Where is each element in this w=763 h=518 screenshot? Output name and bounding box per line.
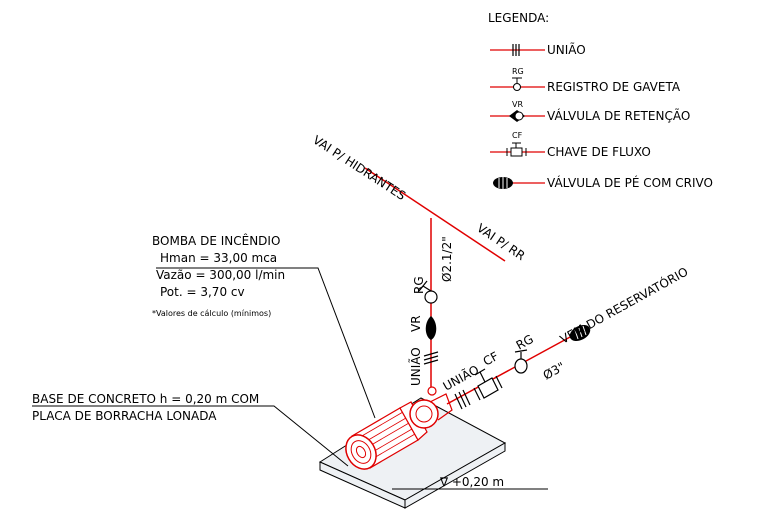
tag-uniao-riser: UNIÃO — [408, 347, 423, 386]
foot-valve-suction — [569, 324, 591, 342]
label-to-hydrants: VAI P/ HIDRANTES — [310, 133, 408, 203]
union-suction — [454, 389, 471, 410]
legend-item-check-valve: VR VÁLVULA DE RETENÇÃO — [490, 100, 690, 123]
tag-cf-suction: CF — [481, 349, 501, 369]
union-riser — [423, 351, 439, 365]
pump-volute — [409, 386, 453, 429]
union-icon — [490, 44, 545, 56]
legend-label-union: UNIÃO — [547, 42, 586, 57]
legend-item-flow-switch: CF CHAVE DE FLUXO — [490, 131, 651, 159]
gate-valve-riser — [418, 280, 438, 304]
check-valve-riser — [425, 316, 437, 340]
pump-vazao: Vazão = 300,00 l/min — [156, 268, 285, 282]
legend: LEGENDA: UNIÃO RG REGISTRO DE GAVETA — [488, 11, 713, 190]
tag-vr-riser: VR — [409, 315, 423, 332]
legend-item-gate-valve: RG REGISTRO DE GAVETA — [490, 67, 681, 94]
label-to-rr: VAI P/ RR — [474, 221, 527, 263]
flow-switch-suction — [473, 368, 503, 401]
legend-item-union: UNIÃO — [490, 42, 586, 57]
pump-hman: Hman = 33,00 mca — [160, 251, 277, 265]
legend-label-check-valve: VÁLVULA DE RETENÇÃO — [547, 108, 690, 123]
gate-valve-suction — [514, 349, 528, 374]
tag-rg-suction: RG — [514, 332, 536, 353]
legend-item-foot-valve: VÁLVULA DE PÉ COM CRIVO — [493, 175, 713, 190]
tag-rg-riser: RG — [412, 276, 426, 294]
base-level-label: ∇ +0,20 m — [439, 475, 504, 489]
pipe-header — [364, 167, 506, 262]
label-diameter-in: Ø3" — [541, 359, 568, 382]
label-diameter-up: Ø2.1/2" — [440, 236, 454, 282]
legend-title: LEGENDA: — [488, 11, 549, 25]
gate-valve-icon — [490, 77, 545, 91]
base-level: ∇ +0,20 m — [392, 475, 548, 490]
label-from-reservoir: VEM DO RESERVATÓRIO — [557, 264, 690, 347]
pump-note: *Valores de cálculo (mínimos) — [152, 309, 271, 318]
foot-valve-icon — [493, 177, 545, 189]
legend-code-cf: CF — [512, 131, 523, 140]
pump-title: BOMBA DE INCÊNDIO — [152, 233, 280, 248]
legend-code-rg: RG — [512, 67, 524, 76]
legend-label-foot-valve: VÁLVULA DE PÉ COM CRIVO — [547, 175, 713, 190]
fire-pump — [345, 386, 453, 470]
legend-label-flow-switch: CHAVE DE FLUXO — [547, 145, 651, 159]
base-line2: PLACA DE BORRACHA LONADA — [32, 409, 217, 423]
legend-code-vr: VR — [512, 100, 523, 109]
pump-callout: BOMBA DE INCÊNDIO Hman = 33,00 mca Vazão… — [152, 233, 376, 419]
pump-pot: Pot. = 3,70 cv — [160, 285, 245, 299]
base-callout: BASE DE CONCRETO h = 0,20 m COM PLACA DE… — [32, 392, 349, 467]
check-valve-icon — [490, 110, 545, 122]
base-line1: BASE DE CONCRETO h = 0,20 m COM — [32, 392, 259, 406]
concrete-base — [318, 397, 507, 509]
legend-label-gate-valve: REGISTRO DE GAVETA — [547, 80, 681, 94]
flow-switch-icon — [490, 142, 545, 157]
